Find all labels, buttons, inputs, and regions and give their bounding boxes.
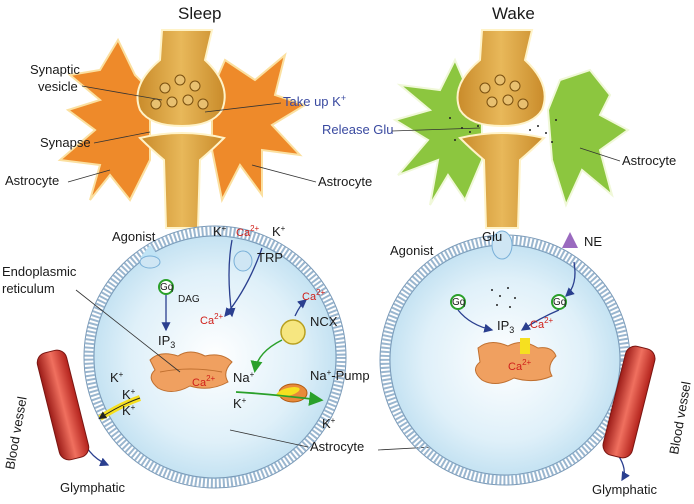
- right-ne-receptor: [562, 232, 578, 248]
- leader-astrocyte-left: [67, 169, 111, 183]
- label-glymphatic-right: Glymphatic: [592, 482, 658, 497]
- label-ca-top: Ca2+: [236, 224, 260, 239]
- arrow-na-pump-out: [235, 391, 324, 406]
- label-ca-mid: Ca2+: [200, 312, 224, 327]
- right-glu-dots: [491, 287, 516, 308]
- left-trp-channel: [233, 250, 253, 272]
- label-glymphatic-left: Glymphatic: [60, 480, 126, 495]
- label-k-left-2: K+: [122, 387, 136, 402]
- arrow-gq-ip3-right-a: [457, 309, 494, 333]
- label-k-left-3: K+: [122, 403, 136, 418]
- label-trp: TRP: [257, 250, 283, 265]
- label-er-1: Endoplasmic: [2, 264, 77, 279]
- label-ne: NE: [584, 234, 602, 249]
- label-astrocyte-sleep-left: Astrocyte: [5, 173, 59, 188]
- label-synaptic-2: vesicle: [38, 79, 78, 94]
- right-glu-receptor: [491, 230, 513, 260]
- sleep-title: Sleep: [178, 4, 221, 23]
- wake-postsynaptic-neuron: [458, 132, 546, 229]
- left-blood-vessel: [36, 349, 90, 461]
- label-synapse: Synapse: [40, 135, 91, 150]
- arrow-ncx-ca-out: [294, 299, 307, 317]
- leader-release: [391, 127, 481, 132]
- leader-take-up: [204, 102, 282, 113]
- label-gq-left: Gq: [160, 282, 173, 293]
- right-gq-left: [450, 294, 466, 310]
- label-blood-vessel-left: Blood vessel: [2, 395, 30, 470]
- label-ca-right-er: Ca2+: [508, 358, 532, 373]
- right-gq-right: [551, 294, 567, 310]
- wake-astrocyte-right: [546, 68, 630, 208]
- label-synaptic-1: Synaptic: [30, 62, 80, 77]
- leader-astrocyte-wake: [579, 147, 621, 162]
- label-blood-vessel-right: Blood vessel: [666, 380, 694, 455]
- label-release-glu: Release Glu: [322, 122, 394, 137]
- label-k-top1: K+: [213, 224, 227, 239]
- label-ca-er: Ca2+: [192, 374, 216, 389]
- label-agonist-right: Agonist: [390, 243, 434, 258]
- label-gq-right-a: Gq: [452, 297, 465, 308]
- arrow-k-trp: [224, 247, 263, 318]
- leader-astrocyte-right: [251, 164, 317, 183]
- left-er: [149, 351, 233, 392]
- sleep-astrocyte-right: [211, 52, 308, 204]
- right-er: [475, 342, 557, 384]
- leader-vesicle: [81, 85, 163, 101]
- leader-astrocyte-cell: [229, 429, 309, 448]
- label-k-in: K+: [233, 396, 247, 411]
- arrow-k-to-vessel: [98, 397, 141, 420]
- wake-title: Wake: [492, 4, 535, 23]
- label-agonist-left: Agonist: [112, 229, 156, 244]
- label-k-top2: K+: [272, 224, 286, 239]
- sleep-astrocyte-left: [57, 37, 151, 202]
- sleep-presynaptic-neuron: [136, 29, 226, 128]
- arrow-ncx-na-in: [250, 339, 283, 373]
- label-astrocyte-sleep-right: Astrocyte: [318, 174, 372, 189]
- label-na-pump: Na+-Pump: [310, 368, 370, 383]
- left-gq-protein: [158, 279, 174, 295]
- label-gq-right-b: Gq: [553, 297, 566, 308]
- wake-glutamate-dots: [449, 117, 557, 143]
- label-astrocyte-wake: Astrocyte: [622, 153, 676, 168]
- label-er-2: reticulum: [2, 281, 55, 296]
- label-take-up-k: Take up K+: [283, 93, 346, 109]
- label-k-left-1: K+: [110, 370, 124, 385]
- arrow-gq-ip3-right-b: [520, 309, 560, 331]
- label-k-out: K+: [322, 416, 336, 431]
- wake-presynaptic-neuron: [456, 29, 546, 128]
- leader-er: [75, 289, 181, 373]
- left-agonist-receptor: [139, 245, 161, 269]
- label-ca-right-top: Ca2+: [530, 316, 554, 331]
- label-ca-ncx: Ca2+: [302, 288, 326, 303]
- arrow-glymphatic-right: [617, 454, 630, 482]
- label-ip3-right: IP3: [497, 318, 514, 335]
- leader-synapse: [93, 131, 151, 144]
- left-ncx-exchanger: [280, 319, 306, 345]
- right-blood-vessel: [602, 345, 656, 459]
- label-na-in: Na+: [233, 370, 255, 385]
- label-dag: DAG: [178, 294, 200, 305]
- label-glu: Glu: [482, 229, 502, 244]
- label-ncx: NCX: [310, 314, 338, 329]
- label-ip3-left: IP3: [158, 333, 175, 350]
- right-ca-channel: [520, 338, 530, 354]
- sleep-postsynaptic-neuron: [138, 132, 226, 229]
- arrow-ne-gq: [565, 261, 576, 297]
- label-astrocyte-cell: Astrocyte: [310, 439, 364, 454]
